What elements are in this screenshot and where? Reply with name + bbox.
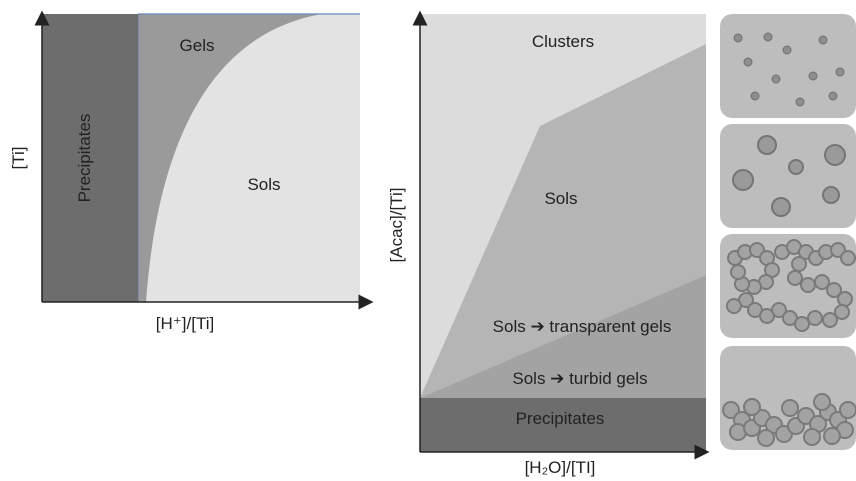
turbid-gels-illustration-panel: [720, 346, 856, 450]
right-sols-label: Sols: [544, 189, 577, 208]
left-precipitates-region: [42, 14, 138, 302]
left-precipitates-label: Precipitates: [75, 114, 94, 203]
right-y-axis-label: [Acac]/[Ti]: [387, 188, 406, 263]
right-sols-region: [420, 44, 706, 398]
right-x-axis-label: [H₂O]/[TI]: [525, 458, 596, 477]
transparent-gels-illustration-panel: [720, 234, 856, 338]
left-x-axis-label: [H⁺]/[Ti]: [156, 314, 214, 333]
left-phase-diagram: Precipitates Gels Sols [Ti] [H⁺]/[Ti]: [9, 10, 374, 333]
right-clusters-label: Clusters: [532, 32, 594, 51]
right-sols-transparent-gels-label: Sols ➔ transparent gels: [493, 317, 672, 336]
right-precipitates-label: Precipitates: [516, 409, 605, 428]
left-gels-region: [138, 14, 322, 302]
right-gels-region: [420, 275, 706, 398]
clusters-illustration-panel: [720, 14, 856, 118]
left-sols-label: Sols: [247, 175, 280, 194]
right-phase-diagram: Clusters Sols Sols ➔ transparent gels So…: [387, 10, 710, 477]
left-y-axis-label: [Ti]: [9, 147, 28, 170]
right-sols-turbid-gels-label: Sols ➔ turbid gels: [512, 369, 647, 388]
sols-illustration-panel: [720, 124, 856, 228]
left-gels-label: Gels: [180, 36, 215, 55]
right-precipitates-region: [420, 398, 706, 452]
